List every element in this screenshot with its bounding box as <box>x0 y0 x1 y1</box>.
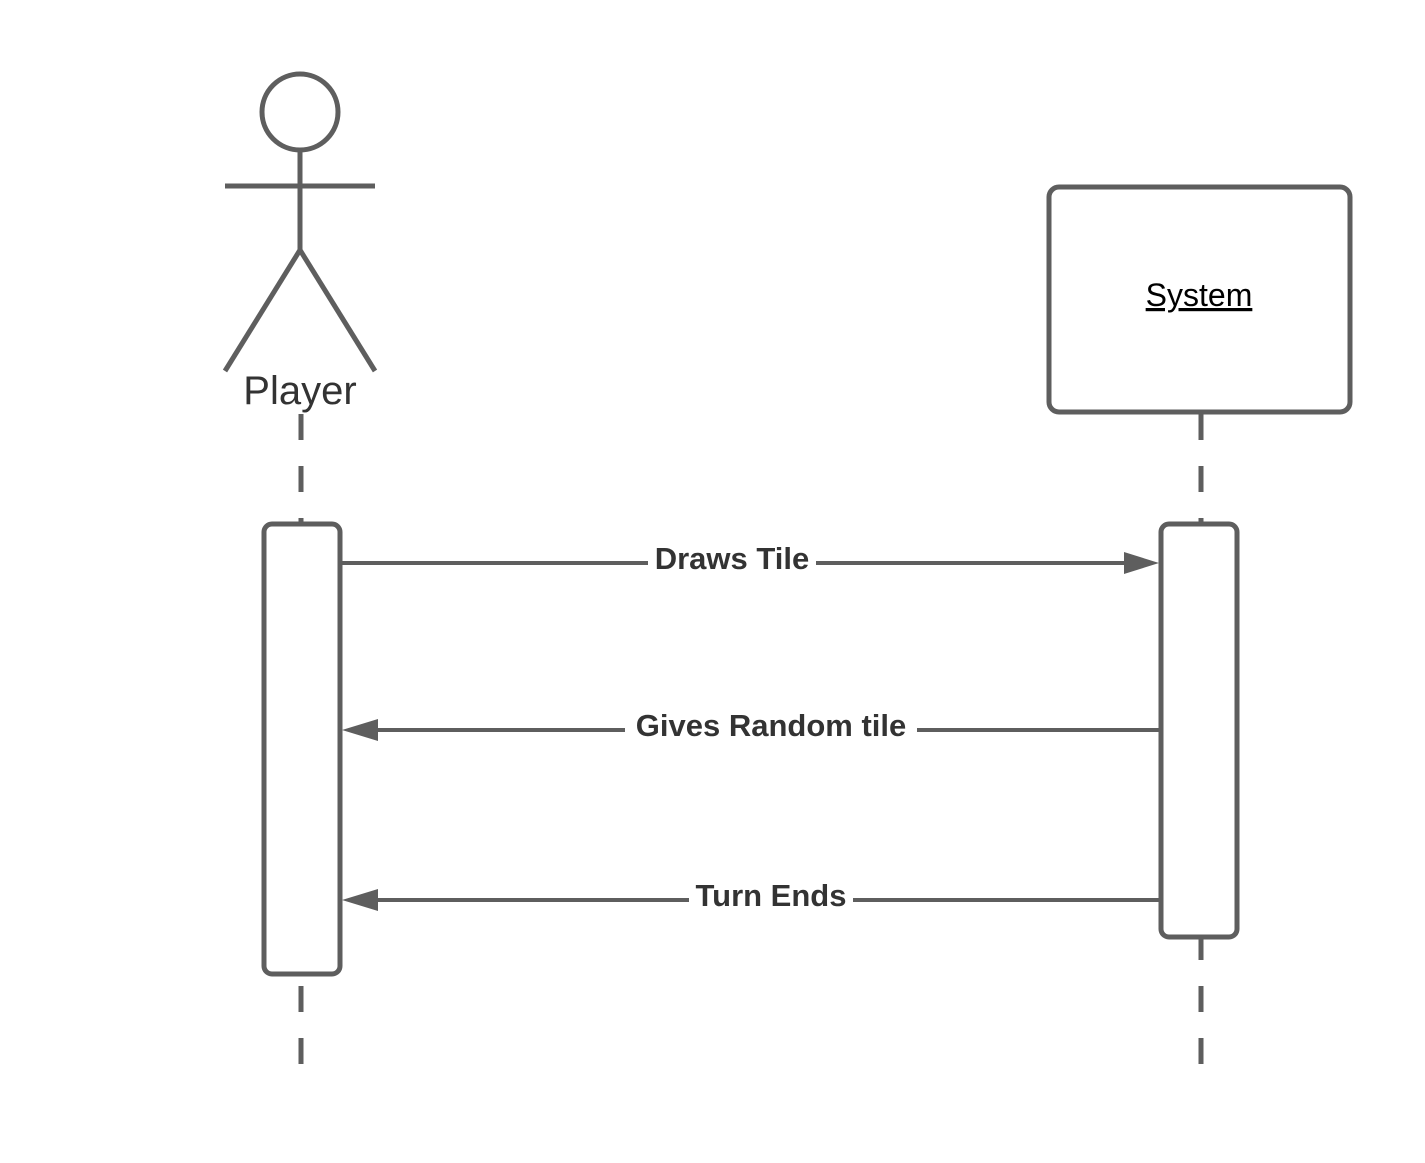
player-activation-bar <box>261 521 343 977</box>
system-box <box>1046 184 1353 415</box>
message-label: Turn Ends <box>696 878 847 913</box>
message-gives-random-tile[interactable]: Gives Random tile <box>342 705 1161 745</box>
arrow-left-icon <box>342 719 378 741</box>
system-activation-bar <box>1158 521 1240 940</box>
system-object[interactable]: System <box>1046 184 1353 415</box>
arrow-left-icon <box>342 889 378 911</box>
arrow-right-icon <box>1124 552 1159 574</box>
message-turn-ends[interactable]: Turn Ends <box>342 875 1161 915</box>
system-label: System <box>1146 277 1253 313</box>
stick-figure-icon <box>222 71 378 373</box>
player-label: Player <box>243 369 356 413</box>
player-actor[interactable]: Player <box>222 71 378 413</box>
message-label: Gives Random tile <box>636 708 906 743</box>
message-label: Draws Tile <box>655 541 810 576</box>
message-draws-tile[interactable]: Draws Tile <box>340 538 1159 578</box>
